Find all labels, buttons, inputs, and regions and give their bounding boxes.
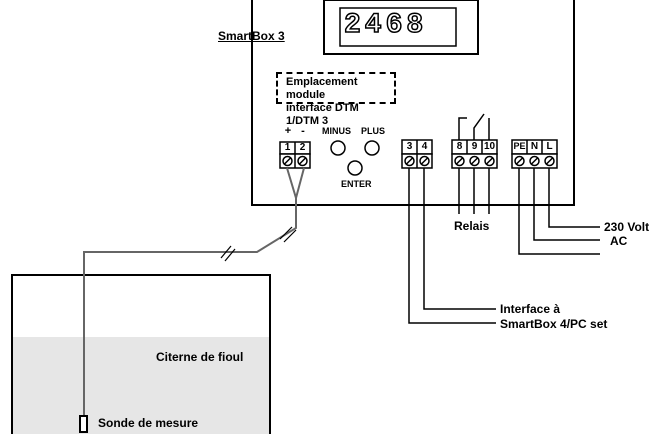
interface-label-line1: Interface à xyxy=(500,302,561,316)
plus-button[interactable] xyxy=(364,140,380,156)
cable-break-marks xyxy=(220,226,297,262)
device-title: SmartBox 3 xyxy=(218,29,285,43)
terminal-block-interface xyxy=(401,139,433,169)
tank-outline xyxy=(11,274,271,434)
terminal-8: 8 xyxy=(456,141,463,152)
tank-liquid xyxy=(12,337,270,434)
terminal-polarity-minus: - xyxy=(301,125,305,137)
power-label-line2: AC xyxy=(610,234,628,248)
module-note-line1: Emplacement module xyxy=(286,76,358,101)
display-readout: 2468 xyxy=(343,10,428,41)
tank-label: Citerne de fioul xyxy=(156,350,244,364)
interface-wires xyxy=(408,168,496,324)
relay-contact-symbol xyxy=(458,113,490,140)
terminal-block-power xyxy=(511,139,558,169)
interface-label-line2: SmartBox 4/PC set xyxy=(500,317,608,331)
sensor-cable xyxy=(83,167,305,418)
terminal-3: 3 xyxy=(406,141,413,152)
terminal-4: 4 xyxy=(421,141,428,152)
terminal-l: L xyxy=(546,141,553,152)
relay-wires xyxy=(458,168,490,214)
terminal-polarity-plus: + xyxy=(284,125,292,137)
power-wires xyxy=(518,168,600,255)
module-note-line2: interface DTM 1/DTM 3 xyxy=(286,102,359,127)
terminal-pe: PE xyxy=(513,141,526,151)
terminal-10: 10 xyxy=(483,141,496,152)
relay-label: Relais xyxy=(454,219,490,233)
terminal-1: 1 xyxy=(284,142,291,153)
probe-label: Sonde de mesure xyxy=(98,416,199,430)
terminal-block-sensor xyxy=(279,141,311,169)
terminal-block-relay xyxy=(451,139,498,169)
enter-button[interactable] xyxy=(347,160,363,176)
smartbox-housing xyxy=(251,0,575,206)
minus-button-label: MINUS xyxy=(322,126,351,136)
power-label-line1: 230 Volt xyxy=(604,220,650,234)
terminal-9: 9 xyxy=(471,141,478,152)
enter-button-label: ENTER xyxy=(341,179,372,189)
module-placement-box: Emplacement module interface DTM 1/DTM 3 xyxy=(276,72,396,127)
plus-button-label: PLUS xyxy=(361,126,386,136)
terminal-2: 2 xyxy=(299,142,306,153)
minus-button[interactable] xyxy=(330,140,346,156)
display-inner xyxy=(339,7,457,47)
terminal-n: N xyxy=(530,141,539,152)
probe xyxy=(79,415,88,433)
